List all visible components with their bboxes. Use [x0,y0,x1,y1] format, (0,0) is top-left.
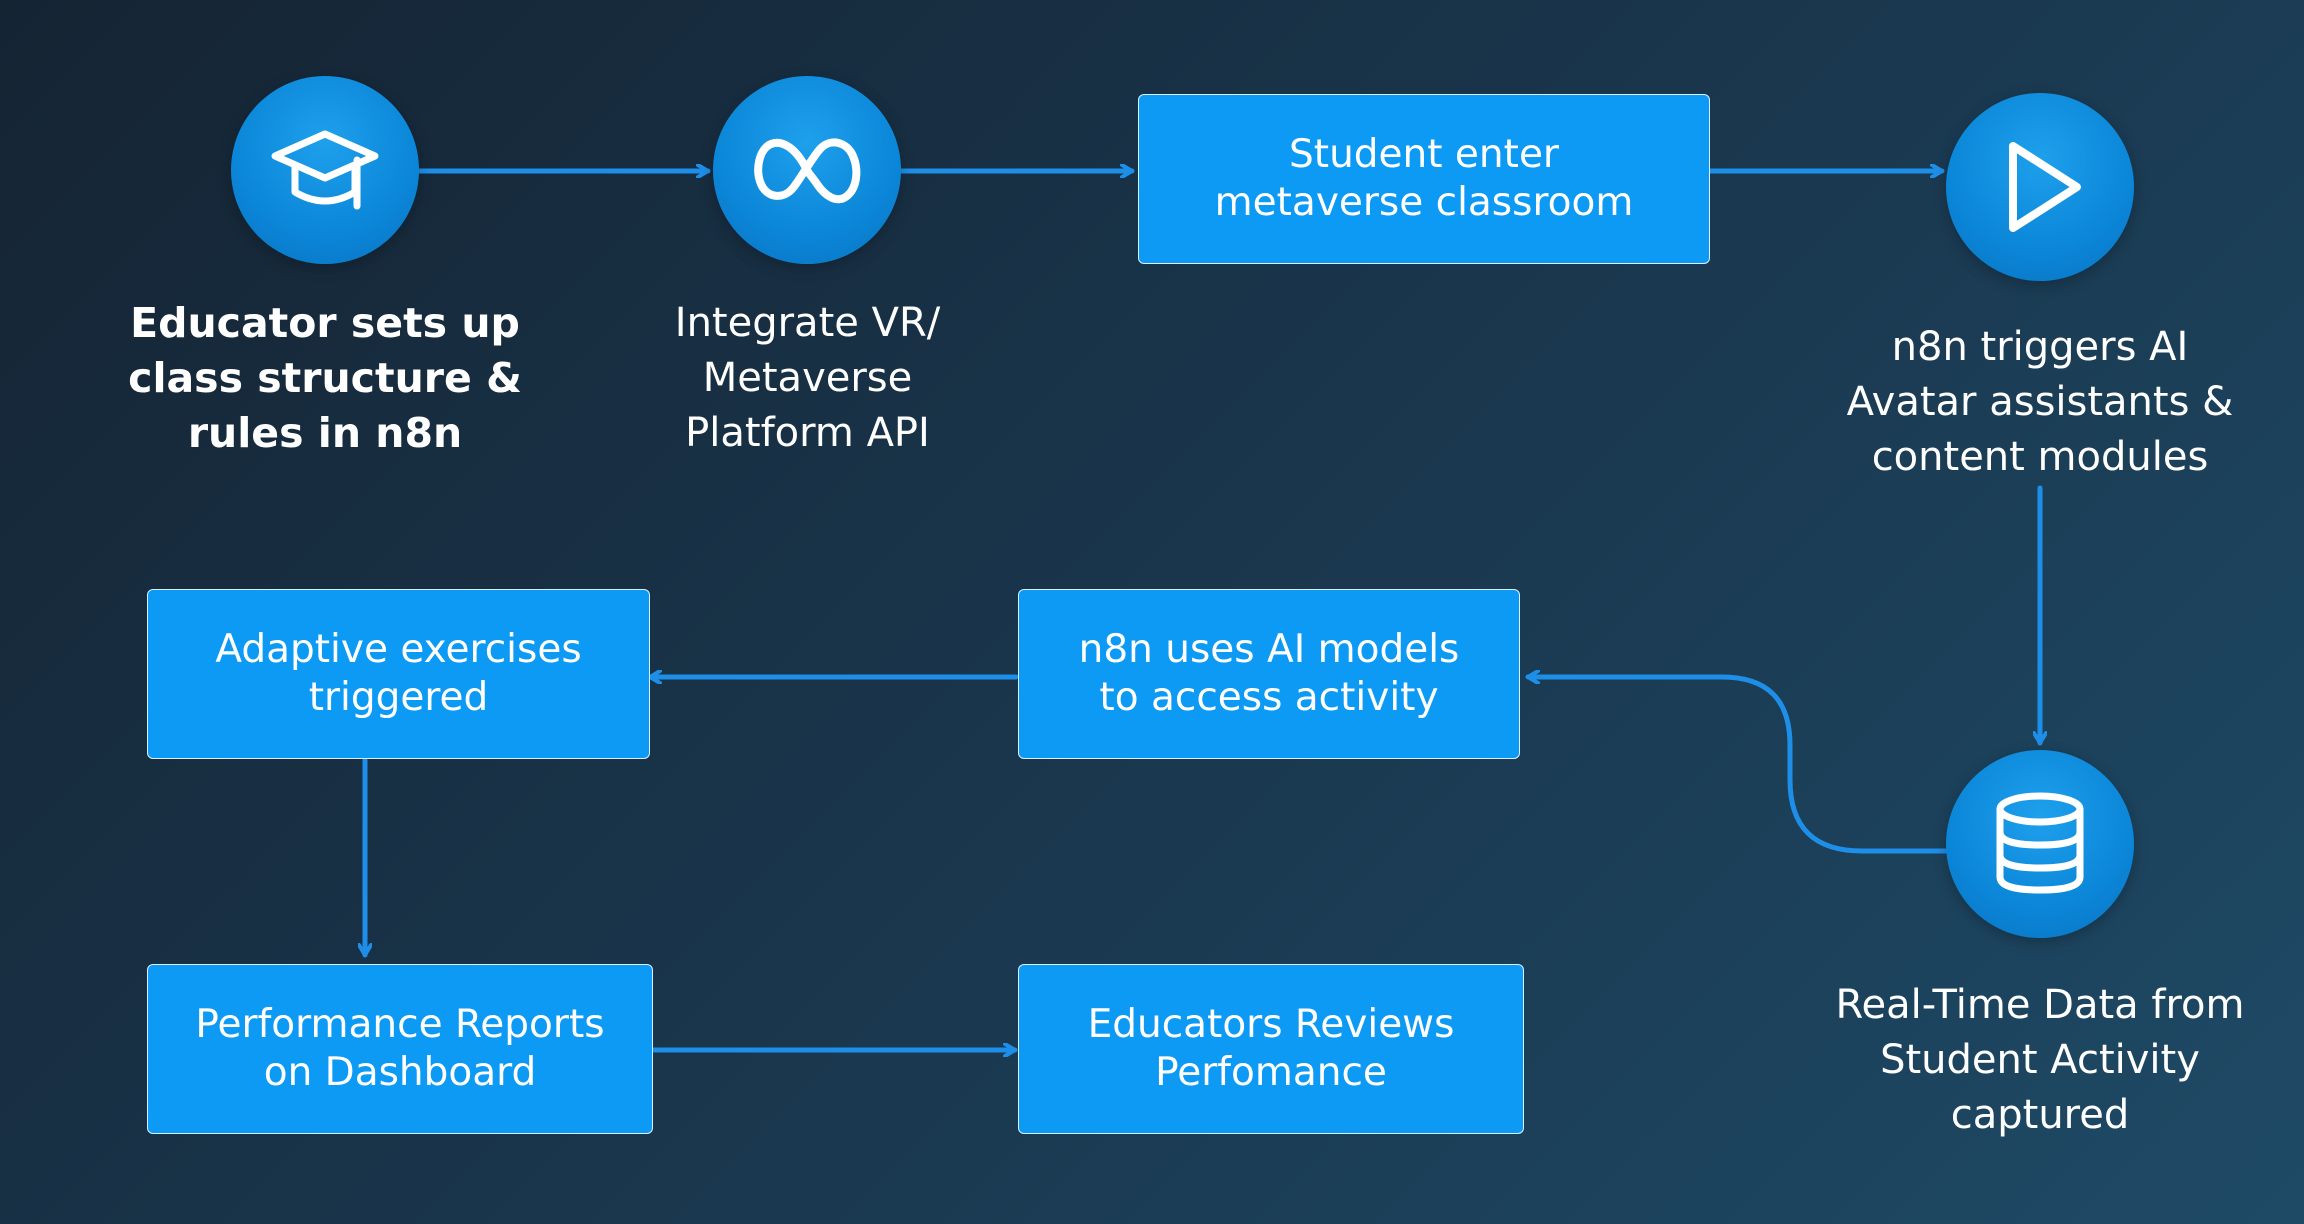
caption-line: rules in n8n [187,409,463,457]
play-icon [2009,142,2081,232]
box-line: on Dashboard [263,1050,537,1095]
caption-line: class structure & [128,354,522,402]
realtime-data-caption: Real-Time Data from Student Activity cap… [1800,978,2280,1143]
educator-setup-node [231,76,419,264]
adaptive-exercises-label: Adaptive exercises triggered [215,626,581,722]
meta-infinity-icon [754,138,861,204]
box-line: triggered [308,675,489,720]
graduation-cap-icon [271,130,379,210]
realtime-data-node [1946,750,2134,938]
box-line: to access activity [1099,675,1439,720]
database-icon [1996,792,2084,894]
box-line: Educators Reviews [1087,1002,1455,1047]
caption-line: Avatar assistants & [1846,379,2234,425]
caption-line: Metaverse [702,355,913,401]
box-line: Adaptive exercises [215,627,582,672]
caption-line: captured [1950,1092,2130,1138]
performance-reports-label: Performance Reports on Dashboard [195,1001,604,1097]
box-line: n8n uses AI models [1078,627,1460,672]
educator-reviews-label: Educators Reviews Perfomance [1088,1001,1455,1097]
box-line: metaverse classroom [1214,180,1634,225]
ai-triggers-caption: n8n triggers AI Avatar assistants & cont… [1820,320,2260,485]
box-line: Performance Reports [195,1002,605,1047]
caption-line: n8n triggers AI [1891,324,2189,370]
ai-triggers-node [1946,93,2134,281]
box-line: Perfomance [1155,1050,1387,1095]
integrate-api-node [713,76,901,264]
caption-line: Student Activity [1880,1037,2200,1083]
ai-models-box: n8n uses AI models to access activity [1018,589,1520,759]
student-enter-box: Student enter metaverse classroom [1138,94,1710,264]
arrow-data-to-models [1525,677,1958,854]
box-line: Student enter [1289,132,1559,177]
caption-line: Platform API [685,410,930,456]
integrate-api-caption: Integrate VR/ Metaverse Platform API [605,296,1010,461]
adaptive-exercises-box: Adaptive exercises triggered [147,589,650,759]
educator-reviews-box: Educators Reviews Perfomance [1018,964,1524,1134]
ai-models-label: n8n uses AI models to access activity [1079,626,1460,722]
performance-reports-box: Performance Reports on Dashboard [147,964,653,1134]
caption-line: Integrate VR/ [674,300,941,346]
caption-line: Educator sets up [130,299,520,347]
student-enter-label: Student enter metaverse classroom [1215,131,1634,227]
educator-setup-caption: Educator sets up class structure & rules… [100,296,550,461]
caption-line: content modules [1871,434,2209,480]
caption-line: Real-Time Data from [1835,982,2245,1028]
